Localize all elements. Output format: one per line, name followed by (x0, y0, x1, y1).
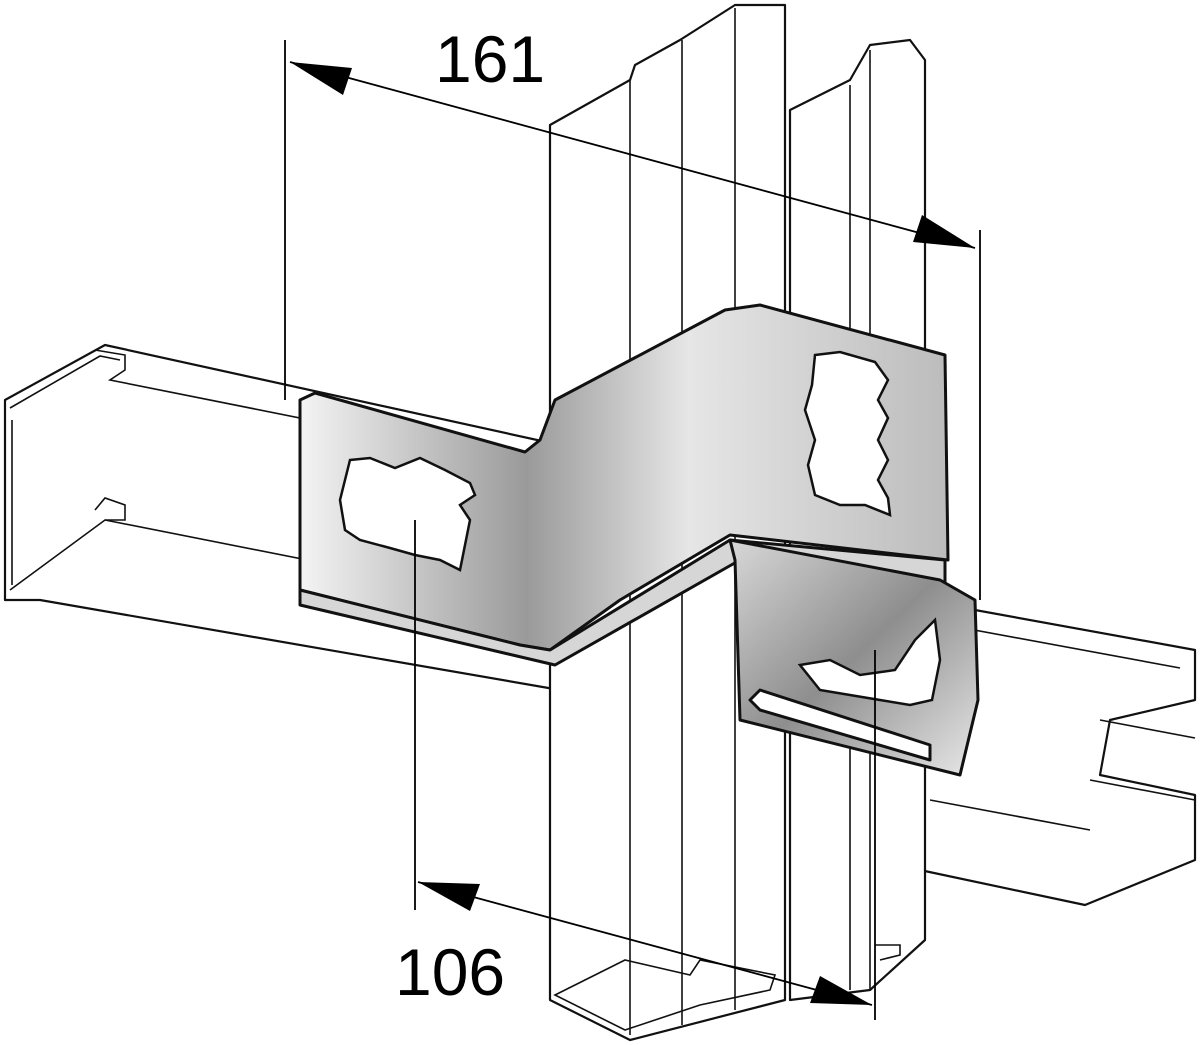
arrow-head-left (290, 62, 352, 95)
slot-left (338, 456, 477, 572)
arrow-head-right (913, 215, 975, 248)
z-bracket (298, 303, 980, 777)
dimension-106-label: 106 (395, 935, 505, 1009)
arrow-head-right-106 (810, 976, 872, 1005)
dimension-161: 161 (284, 22, 981, 600)
dimension-106: 106 (395, 520, 876, 1020)
arrow-head-left-106 (418, 882, 480, 911)
slot-right (803, 350, 892, 517)
horizontal-channel-right (918, 598, 1197, 907)
dimension-161-label: 161 (435, 22, 545, 96)
slot-lower (797, 617, 942, 707)
